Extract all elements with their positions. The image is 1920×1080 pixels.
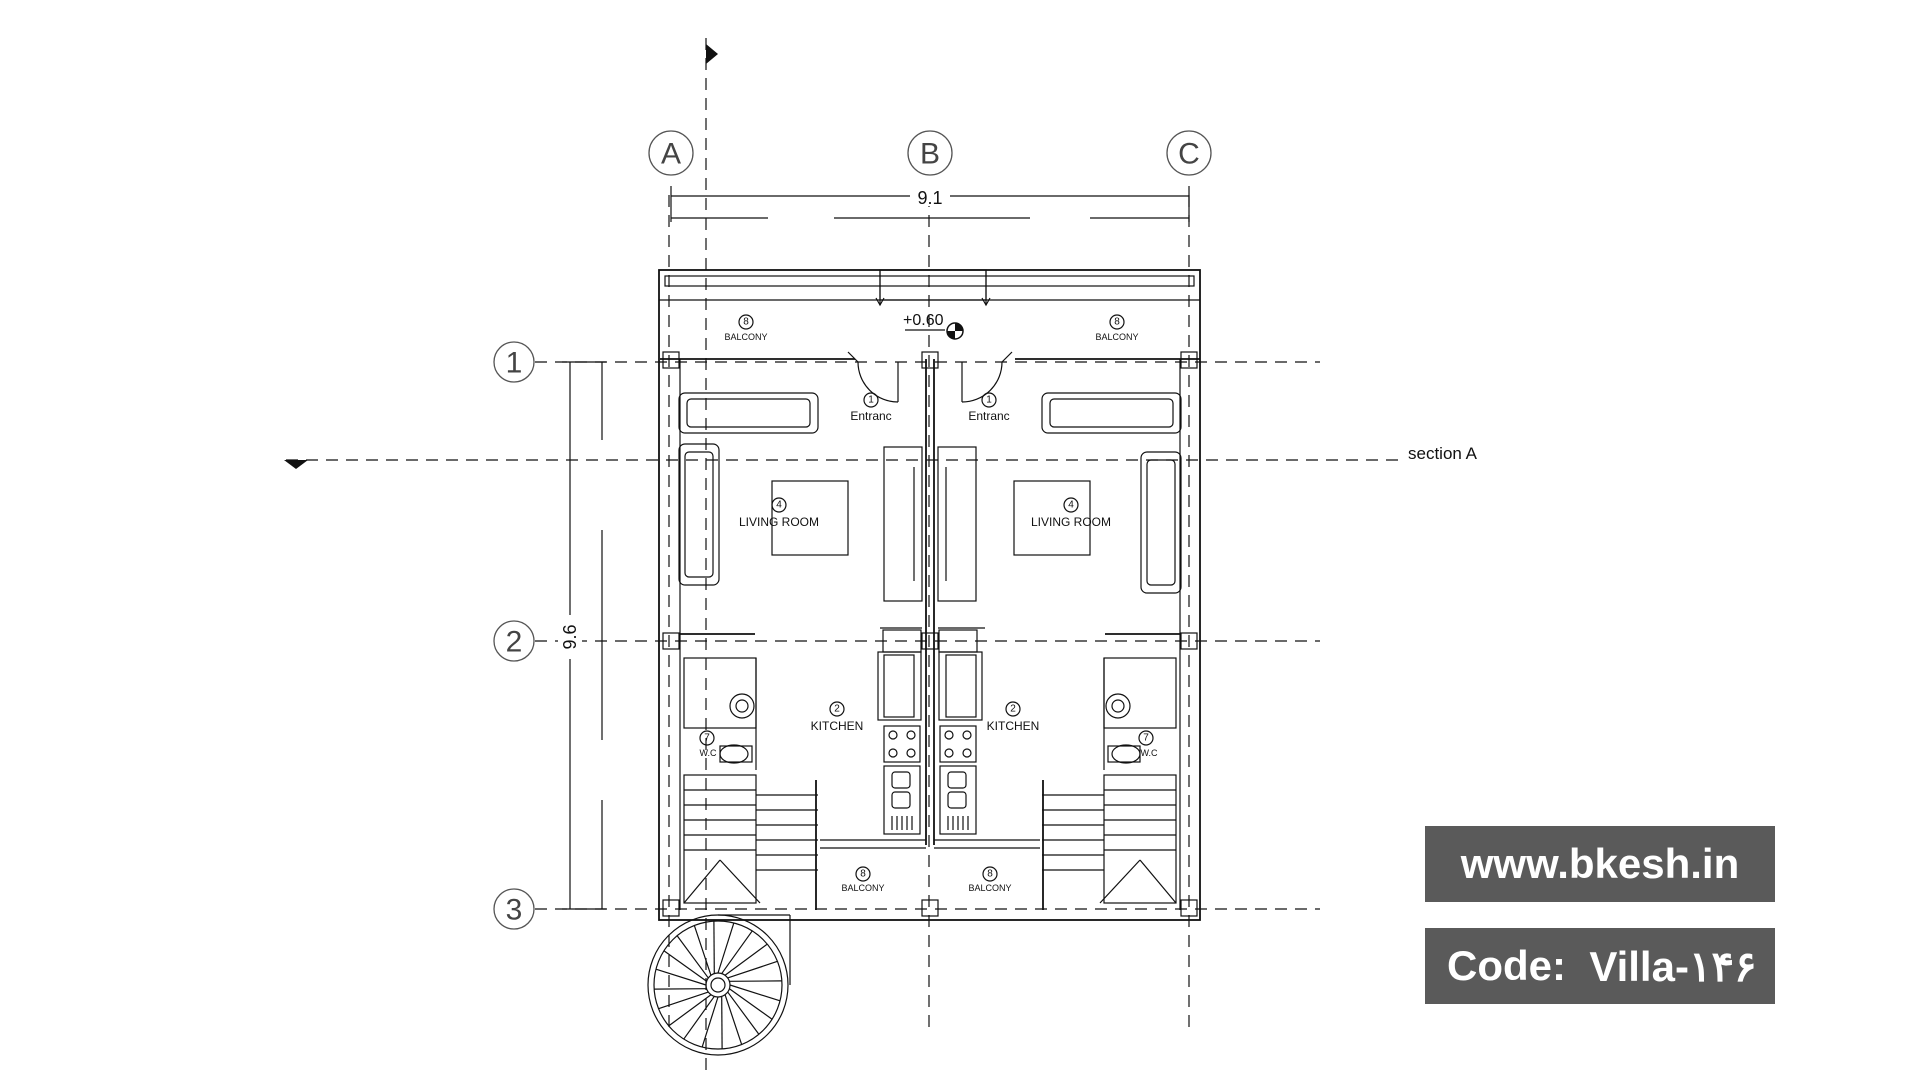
- room-balcony-rear-left: 8 BALCONY: [841, 866, 885, 893]
- spiral-tread: [717, 922, 735, 974]
- spiral-tread: [683, 996, 715, 1040]
- svg-text:1: 1: [506, 347, 523, 380]
- svg-text:BALCONY: BALCONY: [841, 883, 884, 893]
- spiral-tread: [721, 930, 753, 974]
- section-label: section A: [1408, 444, 1478, 463]
- room-living-left: 4 LIVING ROOM: [739, 497, 819, 529]
- wc-stairs-left: [683, 657, 818, 904]
- website-badge: www.bkesh.in: [1425, 826, 1775, 902]
- section-cut-vertical: [705, 38, 718, 1078]
- room-wc-left: 7 W.C: [699, 730, 717, 758]
- living-furniture-left: [678, 392, 923, 602]
- spiral-tread: [693, 925, 712, 976]
- room-balcony-left: 8 BALCONY: [724, 314, 768, 342]
- spiral-tread: [724, 994, 743, 1045]
- svg-text:2: 2: [1010, 704, 1016, 715]
- entrance-doors: [847, 351, 1013, 403]
- svg-text:B: B: [920, 138, 940, 171]
- svg-text:4: 4: [776, 500, 782, 511]
- svg-text:LIVING ROOM: LIVING ROOM: [1031, 515, 1111, 529]
- room-entrance-left: 1 Entranc: [850, 392, 892, 423]
- living-furniture-right: [937, 392, 1182, 602]
- spiral-tread: [729, 988, 773, 1020]
- room-balcony-right: 8 BALCONY: [1095, 314, 1139, 342]
- svg-text:4: 4: [1068, 500, 1074, 511]
- svg-text:LIVING ROOM: LIVING ROOM: [739, 515, 819, 529]
- dimension-depth: 9.6: [558, 361, 606, 910]
- code-label: Code:: [1447, 942, 1566, 989]
- wc-stairs-right: [1042, 657, 1177, 904]
- svg-text:2: 2: [834, 704, 840, 715]
- code-value: Villa-۱۴۶: [1589, 942, 1757, 990]
- spiral-staircase: [647, 914, 791, 1056]
- room-balcony-rear-right: 8 BALCONY: [968, 866, 1012, 893]
- building-walls: [658, 269, 1201, 921]
- spiral-tread: [663, 950, 707, 982]
- svg-text:W.C: W.C: [700, 748, 717, 758]
- grid-bubble-b: B: [907, 130, 953, 176]
- website-url: www.bkesh.in: [1460, 840, 1740, 887]
- svg-text:KITCHEN: KITCHEN: [811, 719, 864, 733]
- spiral-tread: [668, 994, 712, 1027]
- svg-text:BALCONY: BALCONY: [968, 883, 1011, 893]
- grid-bubble-a: A: [648, 130, 694, 176]
- spiral-tread: [676, 935, 709, 979]
- room-wc-right: 7 W.C: [1138, 730, 1158, 758]
- spiral-tread: [729, 984, 781, 1002]
- svg-text:8: 8: [743, 317, 749, 328]
- svg-text:KITCHEN: KITCHEN: [987, 719, 1040, 733]
- spiral-tread: [727, 960, 778, 979]
- svg-text:1: 1: [868, 395, 874, 406]
- svg-text:2: 2: [506, 626, 523, 659]
- svg-text:BALCONY: BALCONY: [1095, 332, 1138, 342]
- svg-text:3: 3: [506, 894, 523, 927]
- svg-text:7: 7: [704, 733, 710, 744]
- svg-text:A: A: [661, 138, 681, 171]
- kitchen-fixtures-right: [938, 629, 983, 835]
- svg-text:1: 1: [986, 395, 992, 406]
- grid-bubble-c: C: [1166, 130, 1212, 176]
- grid-lines: [535, 195, 1320, 1030]
- room-living-right: 4 LIVING ROOM: [1031, 497, 1111, 529]
- svg-text:8: 8: [860, 869, 866, 880]
- svg-text:9.1: 9.1: [917, 188, 942, 208]
- spiral-tread: [727, 991, 760, 1035]
- level-marker: +0.60: [903, 312, 964, 340]
- code-badge: Code: Villa-۱۴۶: [1425, 928, 1775, 1004]
- grid-bubble-1: 1: [493, 341, 535, 383]
- grid-bubble-3: 3: [493, 888, 535, 930]
- room-kitchen-left: 2 KITCHEN: [811, 701, 864, 733]
- svg-text:7: 7: [1143, 733, 1149, 744]
- spiral-tread: [658, 991, 709, 1010]
- dimension-width: 9.1: [670, 184, 1190, 222]
- svg-text:W.C: W.C: [1141, 748, 1158, 758]
- spiral-tread: [655, 968, 707, 986]
- svg-text:BALCONY: BALCONY: [724, 332, 767, 342]
- room-entrance-right: 1 Entranc: [968, 392, 1010, 423]
- section-cut-horizontal: section A: [284, 444, 1478, 469]
- room-kitchen-right: 2 KITCHEN: [987, 701, 1040, 733]
- spiral-tread: [724, 943, 768, 976]
- svg-text:+0.60: +0.60: [903, 312, 944, 329]
- svg-text:C: C: [1178, 138, 1200, 171]
- grid-bubble-2: 2: [493, 620, 535, 662]
- svg-text:9.6: 9.6: [560, 624, 580, 649]
- svg-text:8: 8: [1114, 317, 1120, 328]
- svg-text:Entranc: Entranc: [850, 409, 891, 423]
- kitchen-fixtures-left: [877, 629, 922, 835]
- spiral-tread: [701, 996, 719, 1048]
- svg-text:Entranc: Entranc: [968, 409, 1009, 423]
- svg-text:8: 8: [987, 869, 993, 880]
